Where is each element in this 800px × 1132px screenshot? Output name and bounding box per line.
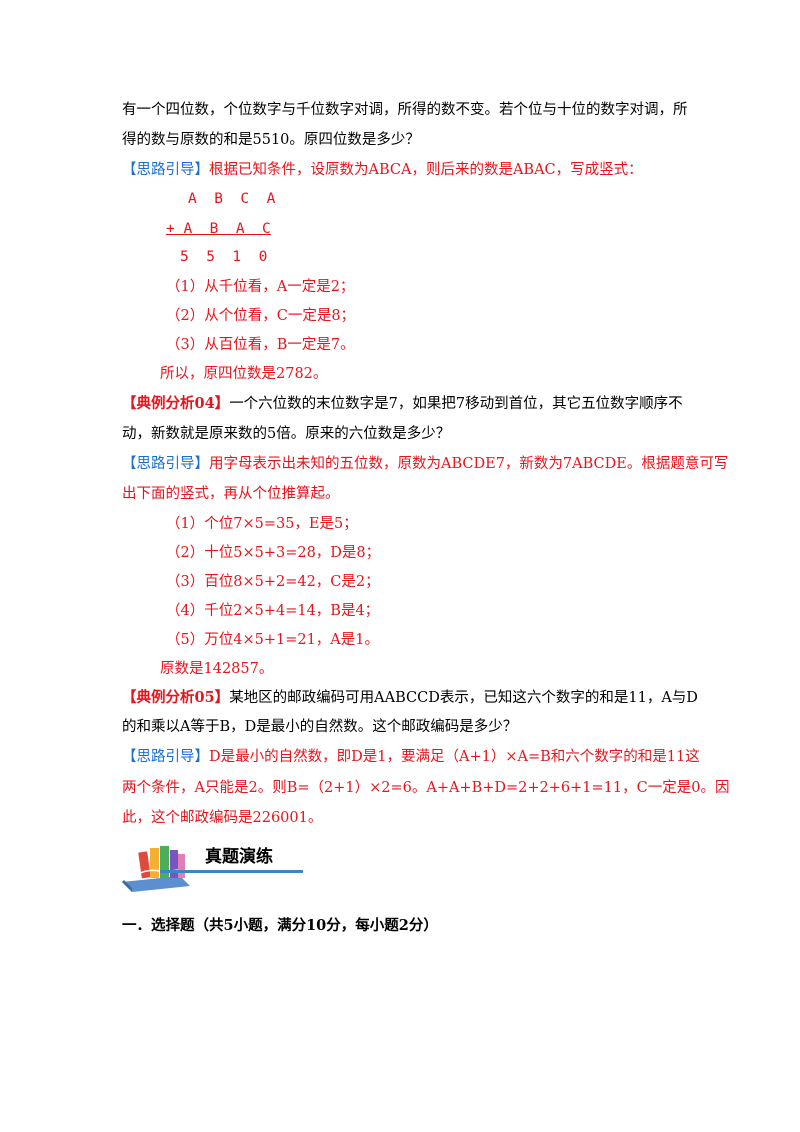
hint-paragraph: 【思路引导】D是最小的自然数，即D是1，要满足（A+1）×A=B和六个数字的和是… — [122, 747, 700, 767]
example-tag: 【典例分析05】 — [122, 689, 230, 706]
vertical-calc-row: + A B A C — [166, 221, 271, 237]
solution-conclusion: 所以，原四位数是2782。 — [160, 366, 328, 382]
books-icon — [122, 846, 190, 892]
solution-step: （2）十位5×5+3=28，D是8； — [166, 545, 381, 561]
example-tag: 【典例分析04】 — [122, 395, 230, 412]
example-paragraph: 【典例分析04】一个六位数的末位数字是7，如果把7移动到首位，其它五位数字顺序不 — [122, 394, 692, 414]
hint-tag: 【思路引导】 — [122, 749, 209, 765]
example-paragraph: 【典例分析05】某地区的邮政编码可用AABCCD表示，已知这六个数字的和是11，… — [122, 688, 698, 708]
solution-step: （3）百位8×5+2=42，C是2； — [166, 574, 380, 590]
solution-step: （3）从百位看，B一定是7。 — [166, 337, 355, 353]
section-title: 真题演练 — [205, 847, 273, 867]
hint-text: 用字母表示出未知的五位数，原数为ABCDE7，新数为7ABCDE。根据题意可写 — [209, 456, 729, 472]
choice-section-heading: 一．选择题（共5小题，满分10分，每小题2分） — [122, 917, 438, 934]
problem-text-line: 有一个四位数，个位数字与千位数字对调，所得的数不变。若个位与十位的数字对调，所 — [122, 102, 688, 118]
hint-text: 根据已知条件，设原数为ABCA，则后来的数是ABAC，写成竖式： — [209, 162, 643, 178]
solution-step: （4）千位2×5+4=14，B是4； — [166, 603, 380, 619]
vertical-calc-row: A B C A — [188, 191, 276, 207]
vertical-calc-row: 5 5 1 0 — [180, 249, 268, 265]
example-text: 某地区的邮政编码可用AABCCD表示，已知这六个数字的和是11，A与D — [229, 690, 698, 706]
hint-text-line: 出下面的竖式，再从个位推算起。 — [122, 486, 340, 502]
solution-step: （1）从千位看，A一定是2； — [166, 279, 355, 295]
section-banner — [120, 838, 305, 894]
section-divider — [160, 870, 303, 873]
solution-conclusion: 原数是142857。 — [160, 661, 274, 677]
solution-step: （5）万位4×5+1=21，A是1。 — [166, 632, 379, 648]
hint-paragraph: 【思路引导】根据已知条件，设原数为ABCA，则后来的数是ABAC，写成竖式： — [122, 160, 692, 180]
solution-step: （2）从个位看，C一定是8； — [166, 308, 356, 324]
example-text-line: 动，新数就是原来数的5倍。原来的六位数是多少？ — [122, 426, 451, 442]
hint-text-line: 此，这个邮政编码是226001。 — [122, 810, 323, 826]
hint-paragraph: 【思路引导】用字母表示出未知的五位数，原数为ABCDE7，新数为7ABCDE。根… — [122, 454, 728, 474]
solution-step: （1）个位7×5=35，E是5； — [166, 516, 358, 532]
example-text-line: 的和乘以A等于B，D是最小的自然数。这个邮政编码是多少？ — [122, 719, 518, 735]
hint-tag: 【思路引导】 — [122, 456, 209, 472]
hint-tag: 【思路引导】 — [122, 162, 209, 178]
problem-text-line: 得的数与原数的和是5510。原四位数是多少？ — [122, 132, 420, 148]
hint-text-line: 两个条件，A只能是2。则B=（2+1）×2=6。A+A+B+D=2+2+6+1=… — [122, 780, 730, 796]
hint-text: D是最小的自然数，即D是1，要满足（A+1）×A=B和六个数字的和是11这 — [209, 749, 700, 765]
example-text: 一个六位数的末位数字是7，如果把7移动到首位，其它五位数字顺序不 — [229, 396, 683, 412]
